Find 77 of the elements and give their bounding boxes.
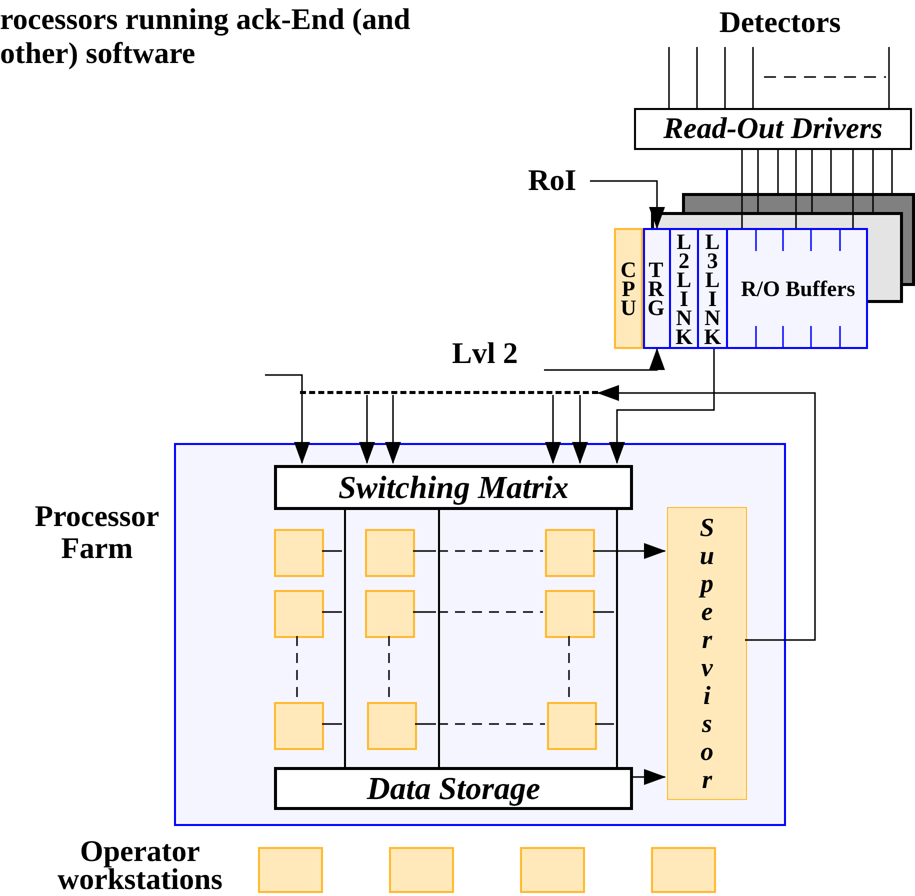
connector-line bbox=[322, 723, 342, 725]
arrow bbox=[544, 348, 665, 371]
box-label: R/O Buffers bbox=[740, 276, 856, 302]
connector-line bbox=[852, 150, 854, 228]
processor-box bbox=[367, 702, 417, 750]
box-label: Switching Matrix bbox=[338, 469, 569, 506]
process-box bbox=[274, 767, 633, 810]
connector-line bbox=[724, 47, 726, 108]
connector-line bbox=[795, 150, 797, 228]
connector-line bbox=[322, 550, 342, 552]
heading-text: rocessors running ack-End (and other) software bbox=[0, 3, 412, 71]
connector-line bbox=[888, 47, 890, 108]
connector-line bbox=[322, 611, 342, 613]
processor-box bbox=[547, 702, 597, 750]
bus-line bbox=[616, 510, 618, 767]
connector-line bbox=[741, 150, 743, 228]
box-label: CPU bbox=[620, 260, 636, 317]
connector-line bbox=[752, 47, 754, 108]
arrow bbox=[385, 395, 401, 464]
box-label: Supervisor bbox=[700, 514, 714, 794]
workstation-box bbox=[651, 847, 716, 893]
workstation-box bbox=[389, 847, 454, 893]
buffer-module-stack bbox=[643, 193, 915, 349]
label-text: Lvl 2 bbox=[452, 336, 544, 374]
dashed-line bbox=[296, 636, 298, 700]
arrow bbox=[545, 395, 561, 464]
connector-line bbox=[891, 150, 893, 193]
processor-box bbox=[274, 529, 324, 577]
processor-box bbox=[274, 702, 324, 750]
connector-line bbox=[872, 150, 874, 212]
supervisor-box bbox=[667, 507, 747, 800]
dashed-line bbox=[438, 550, 543, 552]
connector-line bbox=[415, 723, 436, 725]
dashed-line bbox=[438, 723, 545, 725]
connector-line bbox=[593, 611, 614, 613]
workstation-box bbox=[520, 847, 585, 893]
box-label: L2LINK bbox=[675, 232, 693, 346]
workstation-box bbox=[258, 847, 323, 893]
box-label: L3LINK bbox=[704, 232, 722, 346]
connector-line bbox=[830, 150, 832, 193]
connector-line bbox=[811, 150, 813, 212]
label-text: Operator workstations bbox=[56, 838, 224, 894]
heading-text: Detectors bbox=[660, 5, 900, 47]
farm-title: Processor Farm bbox=[34, 501, 160, 565]
processor-box bbox=[545, 529, 595, 577]
connector-line bbox=[668, 47, 670, 108]
connector-line bbox=[757, 150, 759, 212]
box-label: Data Storage bbox=[366, 770, 540, 807]
arrow bbox=[593, 543, 666, 559]
arrow bbox=[265, 374, 310, 464]
processor-box bbox=[365, 590, 415, 638]
processor-box bbox=[274, 590, 324, 638]
arrow bbox=[609, 349, 715, 464]
arrow bbox=[359, 395, 375, 464]
arrow bbox=[590, 180, 665, 229]
dashed-line bbox=[388, 636, 390, 700]
dashed-line bbox=[568, 636, 570, 700]
arrow bbox=[597, 385, 816, 641]
process-box bbox=[274, 465, 633, 510]
connector-line bbox=[696, 47, 698, 108]
process-box bbox=[634, 108, 912, 150]
connector-line bbox=[777, 150, 779, 193]
box-label: TRG bbox=[647, 260, 665, 317]
bus-line bbox=[344, 510, 346, 767]
connector-line bbox=[595, 723, 614, 725]
dashed-line bbox=[438, 611, 543, 613]
processor-box bbox=[545, 590, 595, 638]
connector-line bbox=[413, 611, 436, 613]
cpu-box bbox=[614, 228, 643, 349]
arrow bbox=[631, 769, 666, 785]
arrow bbox=[572, 395, 588, 464]
label-text: RoI bbox=[528, 163, 590, 201]
box-label: Read-Out Drivers bbox=[663, 112, 883, 146]
data-bus bbox=[300, 391, 598, 395]
processor-box bbox=[365, 529, 415, 577]
bus-line bbox=[438, 510, 440, 767]
connector-line bbox=[413, 550, 436, 552]
